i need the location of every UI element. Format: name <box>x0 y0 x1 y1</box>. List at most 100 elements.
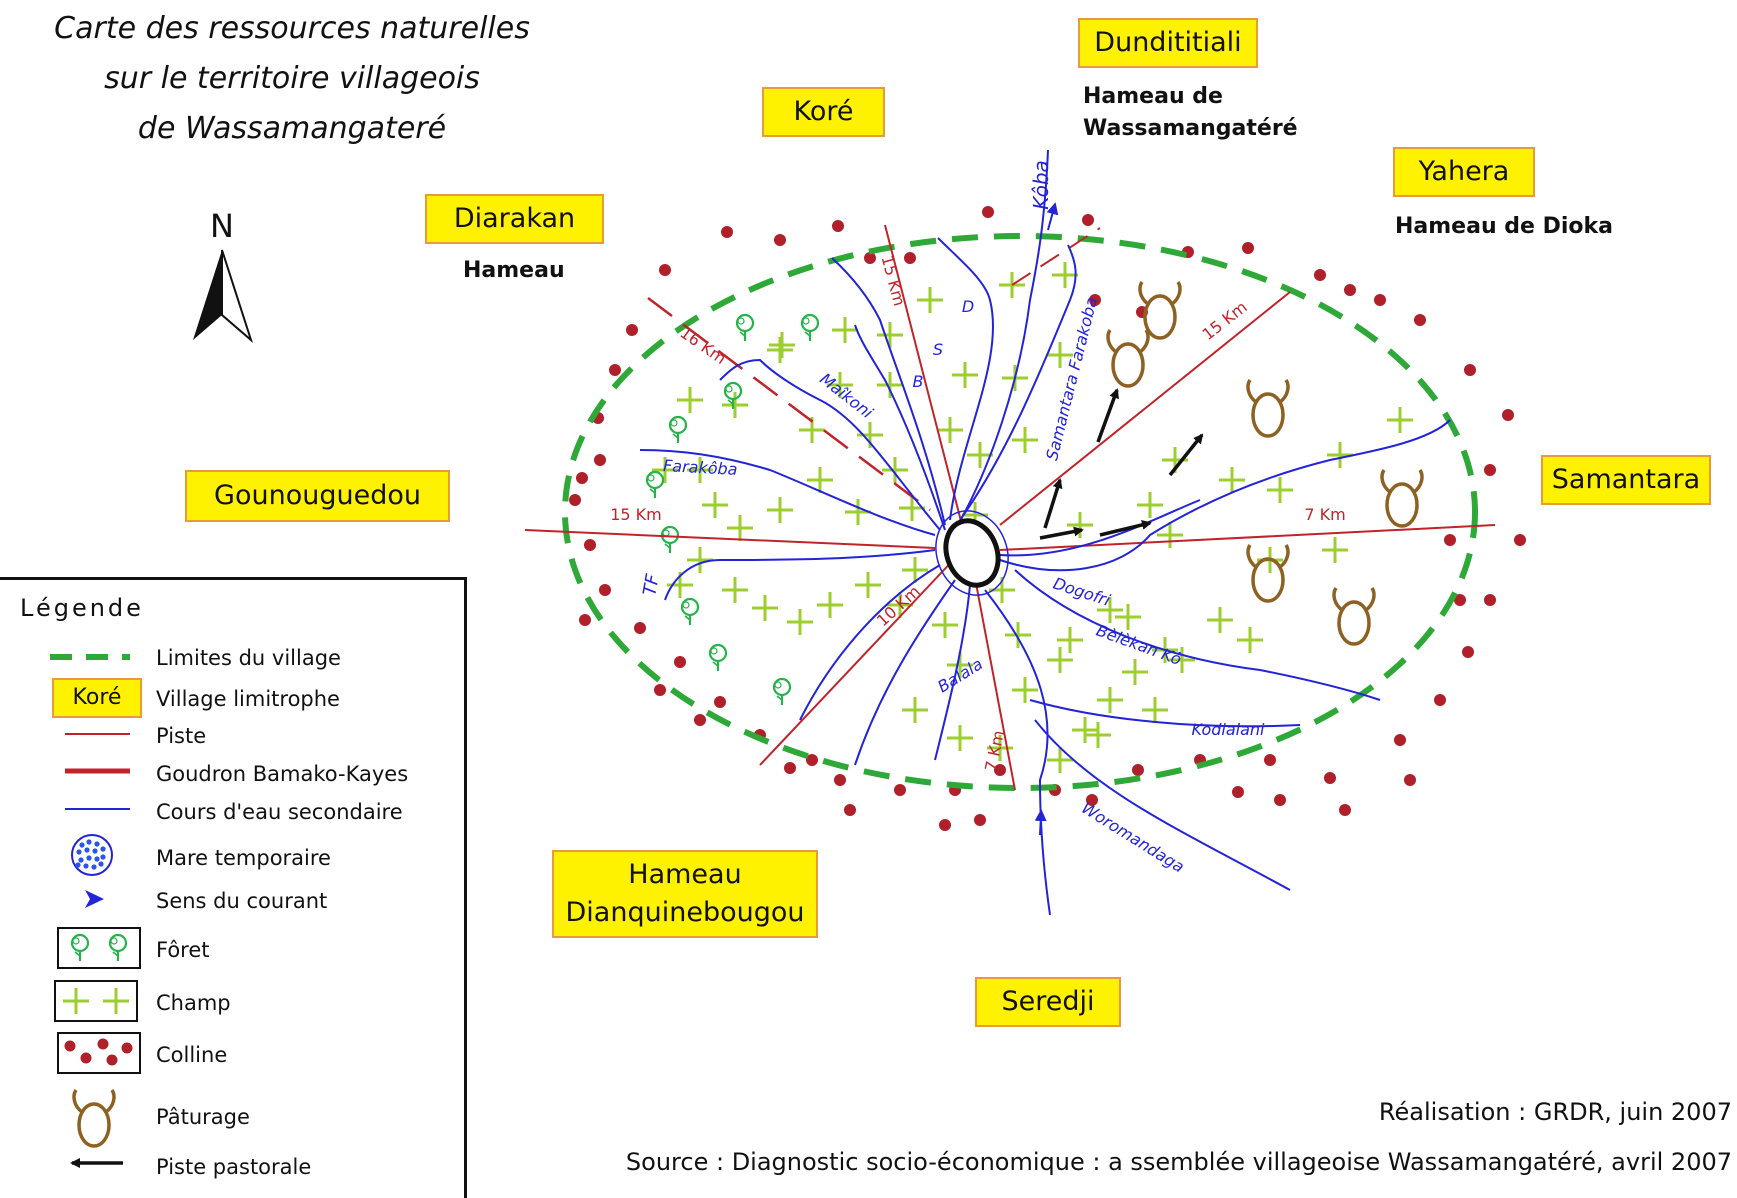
current-arrow-north-icon <box>1046 202 1059 231</box>
river-label-samantara-farakoba: Samantara Farakoba <box>1042 295 1101 462</box>
hill-dot <box>1502 409 1514 421</box>
hill-dot <box>694 714 706 726</box>
field-mark <box>725 513 755 543</box>
field-mark <box>785 607 815 637</box>
field-mark <box>765 495 795 525</box>
rivers-layer <box>639 149 1451 916</box>
hamlet-diarakan: Hameau <box>463 258 565 283</box>
river-farakoba <box>639 449 936 536</box>
field-mark <box>765 335 795 365</box>
legend-village-sample-label: Koré <box>72 685 122 710</box>
forest-mark <box>708 643 728 673</box>
hill-dot <box>1374 294 1386 306</box>
village-center-halo <box>935 510 1009 596</box>
hill-dot <box>1324 772 1336 784</box>
village-seredji-label: Seredji <box>1001 986 1095 1017</box>
credit-realisation: Réalisation : GRDR, juin 2007 <box>1378 1098 1732 1126</box>
river-woromandaga <box>1034 719 1291 891</box>
hill-dot <box>1462 646 1474 658</box>
field-mark <box>750 593 780 623</box>
hamlet-wassamangatere-line-1: Hameau de <box>1083 84 1223 109</box>
hill-dot <box>974 814 986 826</box>
field-mark <box>1065 510 1095 540</box>
river-dogofri <box>999 419 1451 572</box>
field-mark <box>900 695 930 725</box>
north-label: N <box>210 207 234 245</box>
river-label-d: D <box>962 297 974 316</box>
river-label-farakoba: Farakôba <box>663 456 738 479</box>
hill-dot <box>904 252 916 264</box>
field-mark <box>1095 685 1125 715</box>
hill-dot <box>1132 764 1144 776</box>
hill-dot <box>864 252 876 264</box>
river-belekan-ko <box>1014 569 1381 701</box>
legend-label-pasture: Pâturage <box>156 1105 250 1129</box>
field-mark <box>930 610 960 640</box>
pastoral-track-4 <box>1096 388 1119 443</box>
field-mark <box>1120 657 1150 687</box>
pastoral-track-1 <box>1039 526 1084 540</box>
hill-dot <box>1434 694 1446 706</box>
field-mark <box>767 330 797 360</box>
road-west <box>524 529 936 549</box>
hill-dot <box>806 754 818 766</box>
field-mark <box>1113 602 1143 632</box>
hill-dot <box>609 364 621 376</box>
river-b <box>854 324 946 531</box>
forest-mark <box>645 470 665 500</box>
hill-dot <box>579 614 591 626</box>
field-mark <box>675 385 705 415</box>
pasture-mark <box>1106 328 1150 388</box>
field-mark <box>875 320 905 350</box>
hill-dot <box>1484 594 1496 606</box>
pastoral-track-5 <box>1168 433 1204 477</box>
river-s <box>831 257 946 526</box>
legend-panel: Légende Koré Limites du village Village … <box>0 577 467 1198</box>
village-dianquinebougou-line-2: Dianquinebougou <box>565 897 805 928</box>
river-label-belekan-ko: Bèlèkan Kô <box>1094 621 1184 669</box>
hill-dot <box>569 494 581 506</box>
river-label-woromandaga: Woromandaga <box>1078 798 1188 876</box>
field-mark <box>830 315 860 345</box>
hill-dot <box>1264 754 1276 766</box>
village-diarakan: Diarakan <box>425 194 604 244</box>
hill-dot <box>1086 794 1098 806</box>
field-mark <box>945 723 975 753</box>
hill-dot <box>594 454 606 466</box>
field-mark <box>950 360 980 390</box>
hill-dot <box>659 264 671 276</box>
field-mark <box>1135 490 1165 520</box>
river-d <box>937 237 994 521</box>
river-label-b: B <box>913 372 924 391</box>
road-northwest-dashed <box>647 297 931 511</box>
river-label-kodialani: Kodialani <box>1192 720 1266 739</box>
field-mark <box>1205 605 1235 635</box>
hill-dot <box>1394 734 1406 746</box>
forest-mark <box>772 677 792 707</box>
hill-dot <box>832 220 844 232</box>
hill-dot <box>721 226 733 238</box>
map-title-line-3: de Wassamangateré <box>137 111 447 146</box>
village-kore-label: Koré <box>793 96 854 127</box>
hill-dot <box>784 762 796 774</box>
river-balala <box>854 579 956 766</box>
hill-dot <box>599 584 611 596</box>
village-diarakan-label: Diarakan <box>453 203 576 234</box>
river-e1 <box>999 499 1201 557</box>
hill-dot <box>1232 786 1244 798</box>
road-south <box>974 577 1016 791</box>
field-mark <box>965 440 995 470</box>
hill-dot <box>1089 294 1101 306</box>
distance-label-north: 15 Km <box>877 253 909 308</box>
field-mark <box>1325 440 1355 470</box>
field-mark <box>1385 405 1415 435</box>
village-dundititiali: Dundititiali <box>1078 18 1258 68</box>
legend-label-field: Champ <box>156 991 231 1015</box>
river-tf <box>664 549 936 601</box>
pasture-mark <box>1332 586 1376 646</box>
forest-mark <box>800 313 820 343</box>
north-arrow-icon: N <box>193 207 254 344</box>
river-koba <box>954 149 1049 531</box>
village-boundary <box>562 233 1478 791</box>
